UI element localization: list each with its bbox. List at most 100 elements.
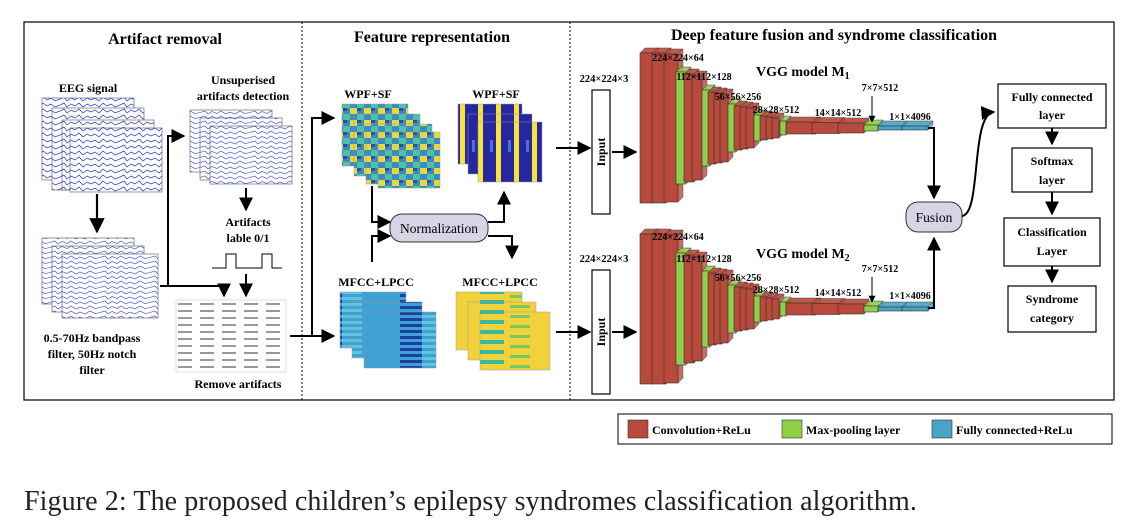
- legend-pool-label: Max-pooling layer: [806, 423, 901, 437]
- pool-layer-block: [779, 301, 787, 317]
- fc-label-line1: Fully connected: [1012, 90, 1093, 104]
- pool-layer-block: [863, 124, 879, 132]
- legend-conv-swatch: [627, 419, 649, 439]
- legend-fc-swatch: [931, 419, 953, 439]
- softmax-label-line1: Softmax: [1031, 154, 1074, 168]
- pool-layer-block: [779, 120, 787, 136]
- legend: Convolution+ReLu Max-pooling layer Fully…: [617, 413, 1113, 445]
- conv-layer-block: [785, 302, 817, 316]
- legend-frame: [617, 413, 1113, 445]
- arrow-norm-to-wpf: [488, 190, 511, 223]
- vgg-model-2: 224×224×3 Input 224×224×64 112×112×128 5…: [580, 228, 934, 395]
- arrow-filter-to-remove: [168, 283, 231, 298]
- wpf-sf-raw-stack: [341, 103, 441, 189]
- arrow-vgg2-to-fusion: [927, 236, 941, 309]
- conv-layer-block: [837, 303, 865, 315]
- artifact-free-table: [175, 299, 287, 373]
- conv-layer-block: [837, 122, 865, 134]
- fc-layer-block: [901, 125, 929, 131]
- vgg1-dim-4: 28×28×512: [753, 105, 799, 116]
- bandpass-label-line2: filter, 50Hz notch: [48, 347, 137, 361]
- classification-label-line1: Classification: [1017, 225, 1087, 239]
- conv-layer-block: [719, 93, 729, 163]
- fc-layer-block-top: [901, 301, 934, 308]
- arrow-wpf-to-norm: [371, 186, 392, 229]
- conv-layer-block: [691, 75, 703, 181]
- vgg2-dim-2: 112×112×128: [676, 254, 731, 265]
- legend-fc-label: Fully connected+ReLu: [956, 423, 1073, 437]
- remove-artifacts-label: Remove artifacts: [195, 377, 282, 391]
- vgg1-layer-stack: [639, 47, 934, 204]
- fc-label-line2: layer: [1039, 108, 1066, 122]
- conv-layer-block: [811, 122, 841, 134]
- vgg2-layer-stack: [639, 228, 934, 385]
- section-title-feature-representation: Feature representation: [354, 29, 510, 46]
- vgg2-dim-7: 1×1×4096: [889, 291, 930, 302]
- eeg-signal-stack: [41, 97, 163, 193]
- vgg2-dim-4: 28×28×512: [753, 285, 799, 296]
- vgg1-dim-5: 14×14×512: [815, 108, 861, 119]
- vgg2-dim-3: 56×56×256: [715, 273, 761, 284]
- vgg2-input-size: 224×224×3: [580, 254, 629, 265]
- figure-caption: Figure 2: The proposed children’s epilep…: [24, 486, 917, 517]
- syndrome-label-line2: category: [1030, 311, 1074, 325]
- eeg-signal-label: EEG signal: [59, 81, 118, 95]
- vgg2-input-label: Input: [594, 318, 608, 347]
- arrow-vgg1-to-fusion: [927, 127, 941, 200]
- artifacts-label-line1: Artifacts: [225, 215, 271, 229]
- vgg2-model-title: VGG model M2: [756, 247, 850, 264]
- vgg-model-1: 224×224×3 Input 224×224×64 112×112×128 5…: [580, 47, 934, 215]
- vgg2-dim-1: 224×224×64: [652, 232, 703, 243]
- normalization-label: Normalization: [400, 221, 478, 236]
- classification-label-line2: Layer: [1037, 244, 1068, 258]
- softmax-layer-box: [1011, 147, 1093, 193]
- fc-layer-block: [901, 306, 929, 312]
- vgg2-dim-6: 7×7×512: [862, 264, 898, 275]
- vgg1-input-box: [591, 89, 611, 215]
- legend-pool-swatch: [781, 419, 803, 439]
- vgg1-dim-7: 1×1×4096: [889, 112, 930, 123]
- fusion-node: [905, 201, 963, 233]
- vgg1-input-label: Input: [594, 138, 608, 167]
- conv-layer-block: [771, 117, 780, 139]
- syndrome-category-box: [1007, 285, 1097, 333]
- bandpass-label-line1: 0.5-70Hz bandpass: [44, 331, 141, 345]
- normalization-node: [389, 213, 489, 243]
- fc-layer-block: [877, 306, 903, 312]
- conv-layer-block-top: [837, 298, 870, 305]
- conv-layer-block: [719, 274, 729, 344]
- arrow-to-wpf: [290, 111, 336, 337]
- conv-layer-block: [785, 121, 817, 135]
- fully-connected-layer-box: [997, 83, 1107, 129]
- vgg1-dim-3: 56×56×256: [715, 92, 761, 103]
- wpf-sf-normalized-stack: [457, 103, 543, 183]
- filtered-eeg-stack: [41, 237, 159, 319]
- section-title-artifact-removal: Artifact removal: [108, 31, 222, 48]
- unsupervised-label-line2: artifacts detection: [197, 89, 290, 103]
- fc-layer-block: [877, 125, 903, 131]
- section-title-deep-fusion: Deep feature fusion and syndrome classif…: [671, 27, 997, 44]
- diagram-frame: [23, 21, 1115, 401]
- conv-layer-block: [811, 303, 841, 315]
- softmax-label-line2: layer: [1039, 173, 1066, 187]
- syndrome-label-line1: Syndrome: [1026, 292, 1079, 306]
- arrow-mfcc-to-norm: [371, 229, 392, 262]
- vgg1-dim-2: 112×112×128: [676, 72, 731, 83]
- vgg1-model-title: VGG model M1: [756, 65, 850, 82]
- arrow-filter-branch: [160, 129, 186, 287]
- artifact-detection-stack: [189, 109, 293, 185]
- conv-layer-block: [771, 298, 780, 320]
- pool-layer-block: [863, 305, 879, 313]
- wpf-sf-raw-label: WPF+SF: [344, 87, 392, 101]
- bandpass-label-line3: filter: [79, 363, 105, 377]
- vgg1-dim-1: 224×224×64: [652, 53, 703, 64]
- vgg2-dim-5: 14×14×512: [815, 288, 861, 299]
- fusion-label: Fusion: [916, 210, 953, 225]
- vgg2-input-box: [591, 269, 611, 395]
- unsupervised-label-line1: Unsuperised: [211, 73, 275, 87]
- legend-conv-label: Convolution+ReLu: [652, 423, 751, 437]
- mfcc-lpcc-raw-stack: [339, 291, 437, 369]
- binary-pulse-signal: [212, 253, 282, 269]
- mfcc-lpcc-normalized-stack: [455, 291, 551, 371]
